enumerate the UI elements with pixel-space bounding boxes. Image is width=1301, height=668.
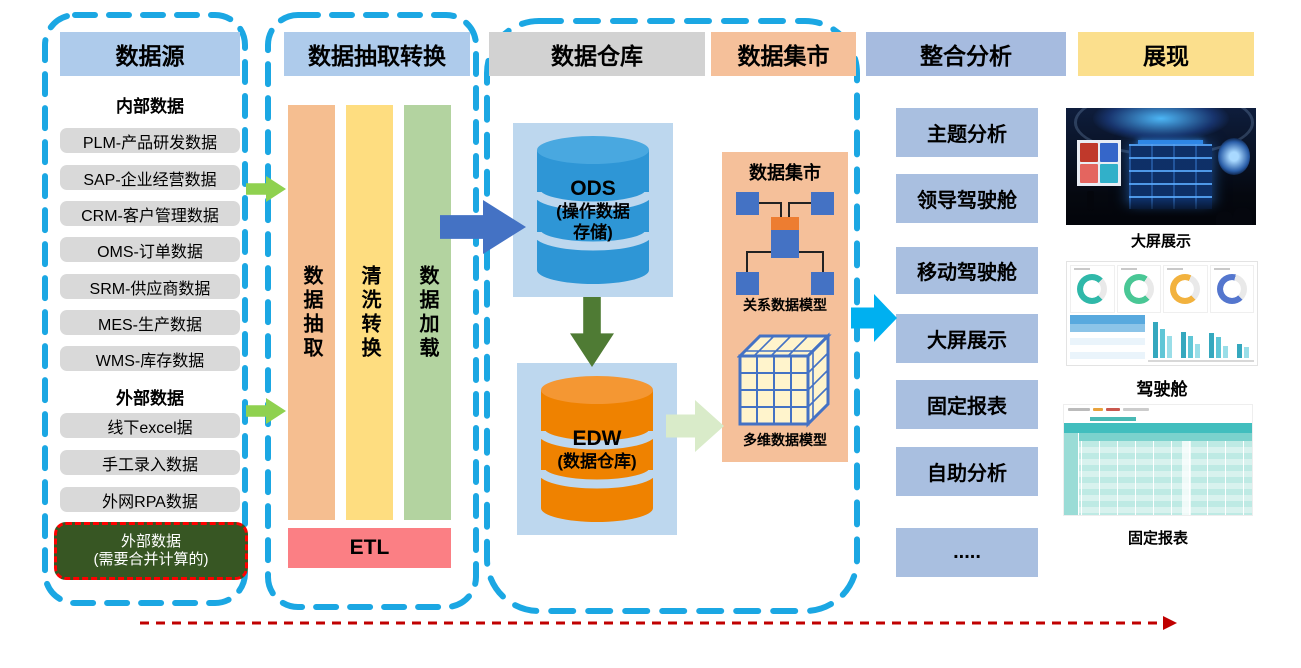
edw-subtitle: (数据仓库) (557, 451, 637, 471)
analysis-item-selfservice: 自助分析 (896, 447, 1038, 496)
source-item-manual: 手工录入数据 (60, 450, 240, 475)
edw-text: EDW (数据仓库) (517, 363, 677, 535)
header-warehouse-label: 数据仓库 (551, 43, 643, 69)
dashboard-bottom-row (1070, 315, 1254, 362)
source-item-wms: WMS-库存数据 (60, 346, 240, 371)
report-column-gap (1182, 441, 1192, 515)
report-table (1064, 423, 1252, 515)
ods-panel: ODS (操作数据 存储) (513, 123, 673, 297)
analysis-item-leader-cockpit: 领导驾驶舱 (896, 174, 1038, 223)
header-data-source-label: 数据源 (115, 43, 185, 69)
source-group-border (42, 12, 248, 606)
gauge-card (1209, 265, 1254, 313)
source-item-crm: CRM-客户管理数据 (60, 201, 240, 226)
edw-title: EDW (572, 426, 622, 450)
ods-subtitle-line1: (操作数据 (556, 202, 630, 221)
etl-label-box: ETL (288, 528, 451, 568)
etl-bar-load: 数据加载 (404, 105, 451, 520)
cube-model-icon (737, 332, 832, 428)
etl-bar-clean: 清洗转换 (346, 105, 393, 520)
edw-cylinder-icon (536, 376, 658, 522)
header-data-source: 数据源 (60, 32, 240, 76)
source-item-plm: PLM-产品研发数据 (60, 128, 240, 153)
relational-model-label: 关系数据模型 (743, 297, 827, 313)
source-item-srm: SRM-供应商数据 (60, 274, 240, 299)
fixed-report-preview (1063, 404, 1253, 516)
cube-model-label: 多维数据模型 (743, 432, 827, 448)
header-mart: 数据集市 (711, 32, 856, 76)
etl-bar-clean-label: 清洗转换 (358, 264, 380, 361)
gauge-row (1070, 265, 1254, 313)
source-item-mes: MES-生产数据 (60, 310, 240, 335)
header-etl: 数据抽取转换 (284, 32, 470, 76)
analysis-item-theme: 主题分析 (896, 108, 1038, 157)
screen-banner (1138, 139, 1203, 146)
audience-silhouette (1233, 207, 1253, 225)
mart-panel-title: 数据集市 (749, 163, 821, 183)
ods-cylinder-icon (532, 136, 654, 284)
analysis-item-fixed-report: 固定报表 (896, 380, 1038, 429)
header-presentation: 展现 (1078, 32, 1254, 76)
etl-group-border (265, 12, 479, 610)
header-mart-label: 数据集市 (737, 43, 830, 69)
internal-data-label: 内部数据 (116, 97, 184, 116)
caption-cockpit: 驾驶舱 (1136, 380, 1188, 399)
source-item-sap: SAP-企业经营数据 (60, 165, 240, 190)
header-analysis: 整合分析 (866, 32, 1066, 76)
analysis-item-bigscreen: 大屏展示 (896, 314, 1038, 363)
bigscreen-photo (1066, 108, 1256, 225)
source-item-excel: 线下excel据 (60, 413, 240, 438)
caption-fixed-report: 固定报表 (1127, 530, 1188, 547)
source-item-oms: OMS-订单数据 (60, 237, 240, 262)
mini-table (1070, 315, 1145, 362)
source-item-rpa: 外网RPA数据 (60, 487, 240, 512)
header-etl-label: 数据抽取转换 (308, 43, 446, 69)
cockpit-dashboard-preview (1066, 261, 1258, 366)
header-analysis-label: 整合分析 (920, 43, 1012, 69)
etl-label: ETL (349, 536, 390, 559)
report-title-bar (1064, 414, 1252, 423)
mini-bar-chart (1148, 315, 1254, 362)
ods-text: ODS (操作数据 存储) (513, 123, 673, 297)
header-presentation-label: 展现 (1143, 43, 1189, 69)
etl-bar-extract: 数据抽取 (288, 105, 335, 520)
edw-panel: EDW (数据仓库) (517, 363, 677, 535)
analysis-item-more: ..... (896, 528, 1038, 577)
analysis-item-mobile-cockpit: 移动驾驶舱 (896, 247, 1038, 294)
etl-bar-extract-label: 数据抽取 (300, 264, 322, 361)
report-row-headers (1064, 433, 1079, 515)
caption-bigscreen: 大屏展示 (1130, 233, 1191, 250)
merged-external-data-box: 外部数据 (需要合并计算的) (54, 522, 248, 580)
ods-title: ODS (570, 177, 616, 200)
ods-subtitle-line2: 存储) (573, 223, 613, 242)
gauge-icon (1170, 274, 1201, 304)
relational-model-icon (736, 192, 834, 295)
external-data-label: 外部数据 (116, 389, 184, 408)
gauge-icon (1077, 274, 1108, 304)
right-round-screen (1218, 138, 1251, 175)
gauge-card (1070, 265, 1115, 313)
report-toolbar (1064, 405, 1252, 414)
header-warehouse: 数据仓库 (489, 32, 705, 76)
gauge-icon (1216, 274, 1247, 304)
etl-bar-load-label: 数据加载 (416, 264, 438, 361)
flow-direction-arrow-icon (140, 616, 1177, 630)
gauge-icon (1123, 274, 1154, 304)
gauge-card (1116, 265, 1161, 313)
screen-wall (1128, 144, 1213, 209)
mart-panel: 数据集市 关系数据模型 多维数据模型 (722, 152, 848, 462)
merged-external-line1: 外部数据 (120, 533, 181, 550)
gauge-card (1163, 265, 1208, 313)
left-screen (1077, 139, 1122, 187)
merged-external-line2: (需要合并计算的) (93, 551, 209, 568)
ceiling-glow (1092, 108, 1230, 141)
audience-silhouette (1216, 210, 1234, 225)
